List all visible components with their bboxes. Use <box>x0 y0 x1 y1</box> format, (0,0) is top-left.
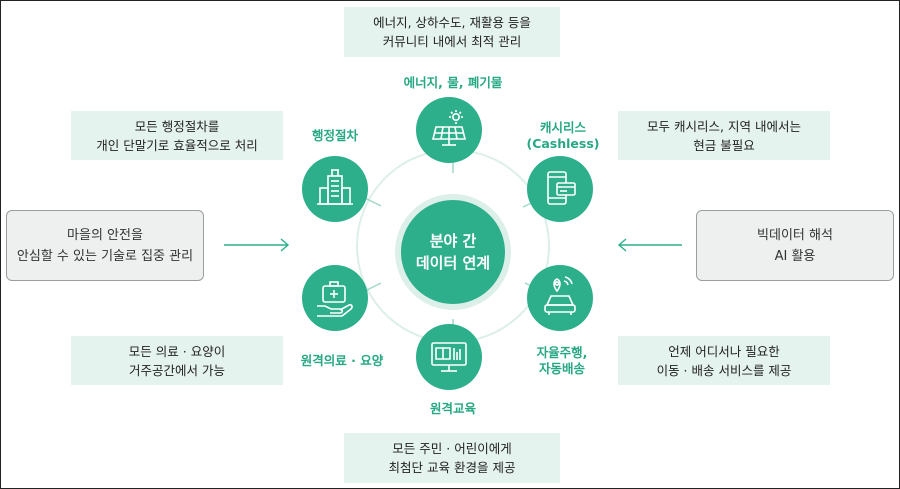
box-right-line2: AI 활용 <box>774 248 816 264</box>
box-upper-right: 모두 캐시리스, 지역 내에서는 현금 불필요 <box>618 111 830 160</box>
box-bottom-line2: 최첨단 교육 환경을 제공 <box>388 460 516 475</box>
node-education <box>416 324 482 390</box>
box-lower-right-line2: 이동 · 배송 서비스를 제공 <box>656 362 792 378</box>
node-driving <box>527 265 593 331</box>
building-icon <box>317 169 353 205</box>
label-driving: 자율주행, 자동배송 <box>537 345 588 377</box>
label-driving-line2: 자동배송 <box>538 361 585 376</box>
box-lower-right-line1: 언제 어디서나 필요한 <box>668 343 780 359</box>
left-arrow <box>224 238 290 252</box>
solar-panel-icon <box>431 110 467 146</box>
label-education: 원격교육 <box>429 401 477 416</box>
box-left-line1: 마을의 안전을 <box>67 227 143 243</box>
box-bottom-line1: 모든 주민 · 어린이에게 <box>392 441 512 456</box>
node-admin <box>302 156 368 222</box>
node-energy <box>416 97 482 163</box>
box-bottom: 모든 주민 · 어린이에게 최첨단 교육 환경을 제공 <box>344 433 560 483</box>
box-upper-left-line2: 개인 단말기로 효율적으로 처리 <box>96 137 258 153</box>
box-right: 빅데이터 해석 AI 활용 <box>696 210 894 281</box>
box-left-line2: 안심할 수 있는 기술로 집중 관리 <box>16 248 194 264</box>
box-top-line1: 에너지, 상하수도, 재활용 등을 <box>373 15 531 30</box>
label-driving-line1: 자율주행, <box>536 345 588 360</box>
right-arrow <box>617 238 682 252</box>
center-line1: 분야 간 <box>429 232 477 250</box>
autonomous-car-icon <box>544 276 576 315</box>
box-lower-right: 언제 어디서나 필요한 이동 · 배송 서비스를 제공 <box>618 336 830 385</box>
box-upper-left-line1: 모든 행정절차를 <box>134 118 220 134</box>
node-medical <box>302 265 368 331</box>
label-cashless: 캐시리스 (Cashless) <box>526 120 599 152</box>
box-upper-right-line2: 현금 불필요 <box>693 137 755 153</box>
node-cashless <box>527 156 593 222</box>
label-energy: 에너지, 물, 폐기물 <box>403 75 503 90</box>
box-top-line2: 커뮤니티 내에서 최적 관리 <box>382 34 522 49</box>
center-line2: 데이터 연계 <box>415 254 491 272</box>
medical-kit-hand-icon <box>317 281 353 317</box>
box-right-line1: 빅데이터 해석 <box>757 227 833 243</box>
box-lower-left-line1: 모든 의료 · 요양이 <box>128 343 226 359</box>
box-lower-left: 모든 의료 · 요양이 거주공간에서 가능 <box>71 336 283 385</box>
smartphone-card-icon <box>547 171 576 205</box>
label-cashless-line2: (Cashless) <box>526 136 600 151</box>
box-left: 마을의 안전을 안심할 수 있는 기술로 집중 관리 <box>6 210 204 281</box>
box-upper-left: 모든 행정절차를 개인 단말기로 효율적으로 처리 <box>71 111 283 160</box>
label-admin: 행정절차 <box>311 128 359 143</box>
center-hub: 분야 간 데이터 연계 <box>395 194 511 310</box>
box-upper-right-line1: 모두 캐시리스, 지역 내에서는 <box>647 118 801 134</box>
monitor-book-icon <box>431 342 467 372</box>
box-top: 에너지, 상하수도, 재활용 등을 커뮤니티 내에서 최적 관리 <box>344 7 560 57</box>
label-cashless-line1: 캐시리스 <box>539 120 586 135</box>
label-medical: 원격의료 · 요양 <box>300 353 384 368</box>
box-lower-left-line2: 거주공간에서 가능 <box>129 362 225 378</box>
